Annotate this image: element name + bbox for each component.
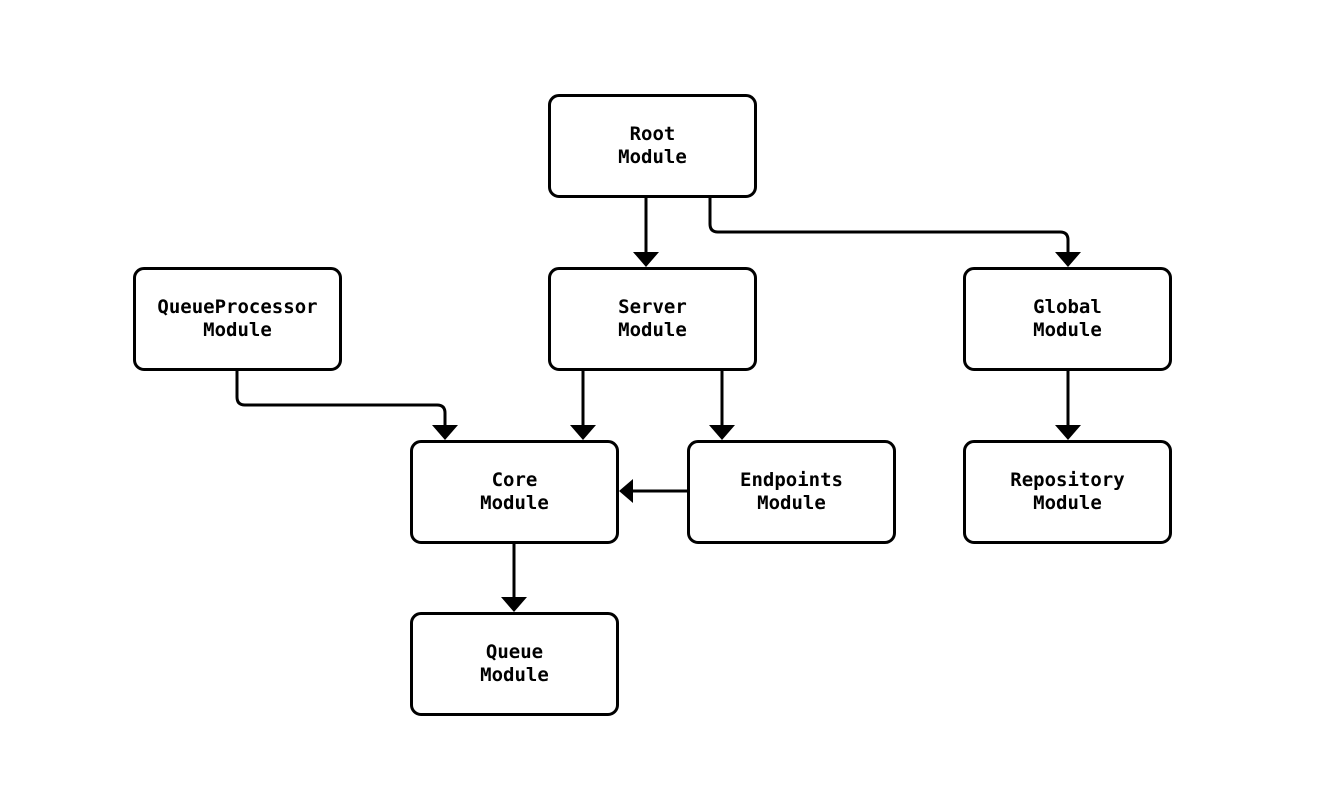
node-core-module-label-line2: Module xyxy=(480,492,549,514)
node-global-module-label-line2: Module xyxy=(1033,319,1102,341)
edge-root-to-server xyxy=(633,196,659,267)
edge-server-to-endpoints xyxy=(709,369,735,440)
node-repository-module-label-line1: Repository xyxy=(1010,469,1125,491)
edge-queueprocessor-to-core xyxy=(235,369,458,440)
node-queueprocessor-module: QueueProcessor Module xyxy=(133,267,342,371)
node-global-module-label-line1: Global xyxy=(1033,296,1102,318)
node-queueprocessor-module-label-line1: QueueProcessor xyxy=(157,296,318,318)
node-queue-module-label-line1: Queue xyxy=(485,641,544,663)
node-root-module-label-line2: Module xyxy=(618,146,687,168)
node-repository-module-label-line2: Module xyxy=(1033,492,1102,514)
edge-root-to-global xyxy=(708,196,1081,267)
node-root-module: Root Module xyxy=(548,94,757,198)
node-endpoints-module-label-line1: Endpoints xyxy=(740,469,843,491)
node-queue-module: Queue Module xyxy=(410,612,619,716)
edge-global-to-repository xyxy=(1055,369,1081,440)
node-repository-module: Repository Module xyxy=(963,440,1172,544)
node-server-module-label-line2: Module xyxy=(618,319,687,341)
node-server-module: Server Module xyxy=(548,267,757,371)
edge-endpoints-to-core xyxy=(619,479,689,503)
edge-core-to-queue xyxy=(501,542,527,612)
edge-server-to-core xyxy=(570,369,596,440)
node-global-module: Global Module xyxy=(963,267,1172,371)
node-core-module: Core Module xyxy=(410,440,619,544)
node-queueprocessor-module-label-line2: Module xyxy=(203,319,272,341)
node-server-module-label-line1: Server xyxy=(618,296,687,318)
node-endpoints-module: Endpoints Module xyxy=(687,440,896,544)
node-core-module-label-line1: Core xyxy=(491,469,538,491)
node-endpoints-module-label-line2: Module xyxy=(757,492,826,514)
node-queue-module-label-line2: Module xyxy=(480,664,549,686)
node-root-module-label-line1: Root xyxy=(629,123,676,145)
